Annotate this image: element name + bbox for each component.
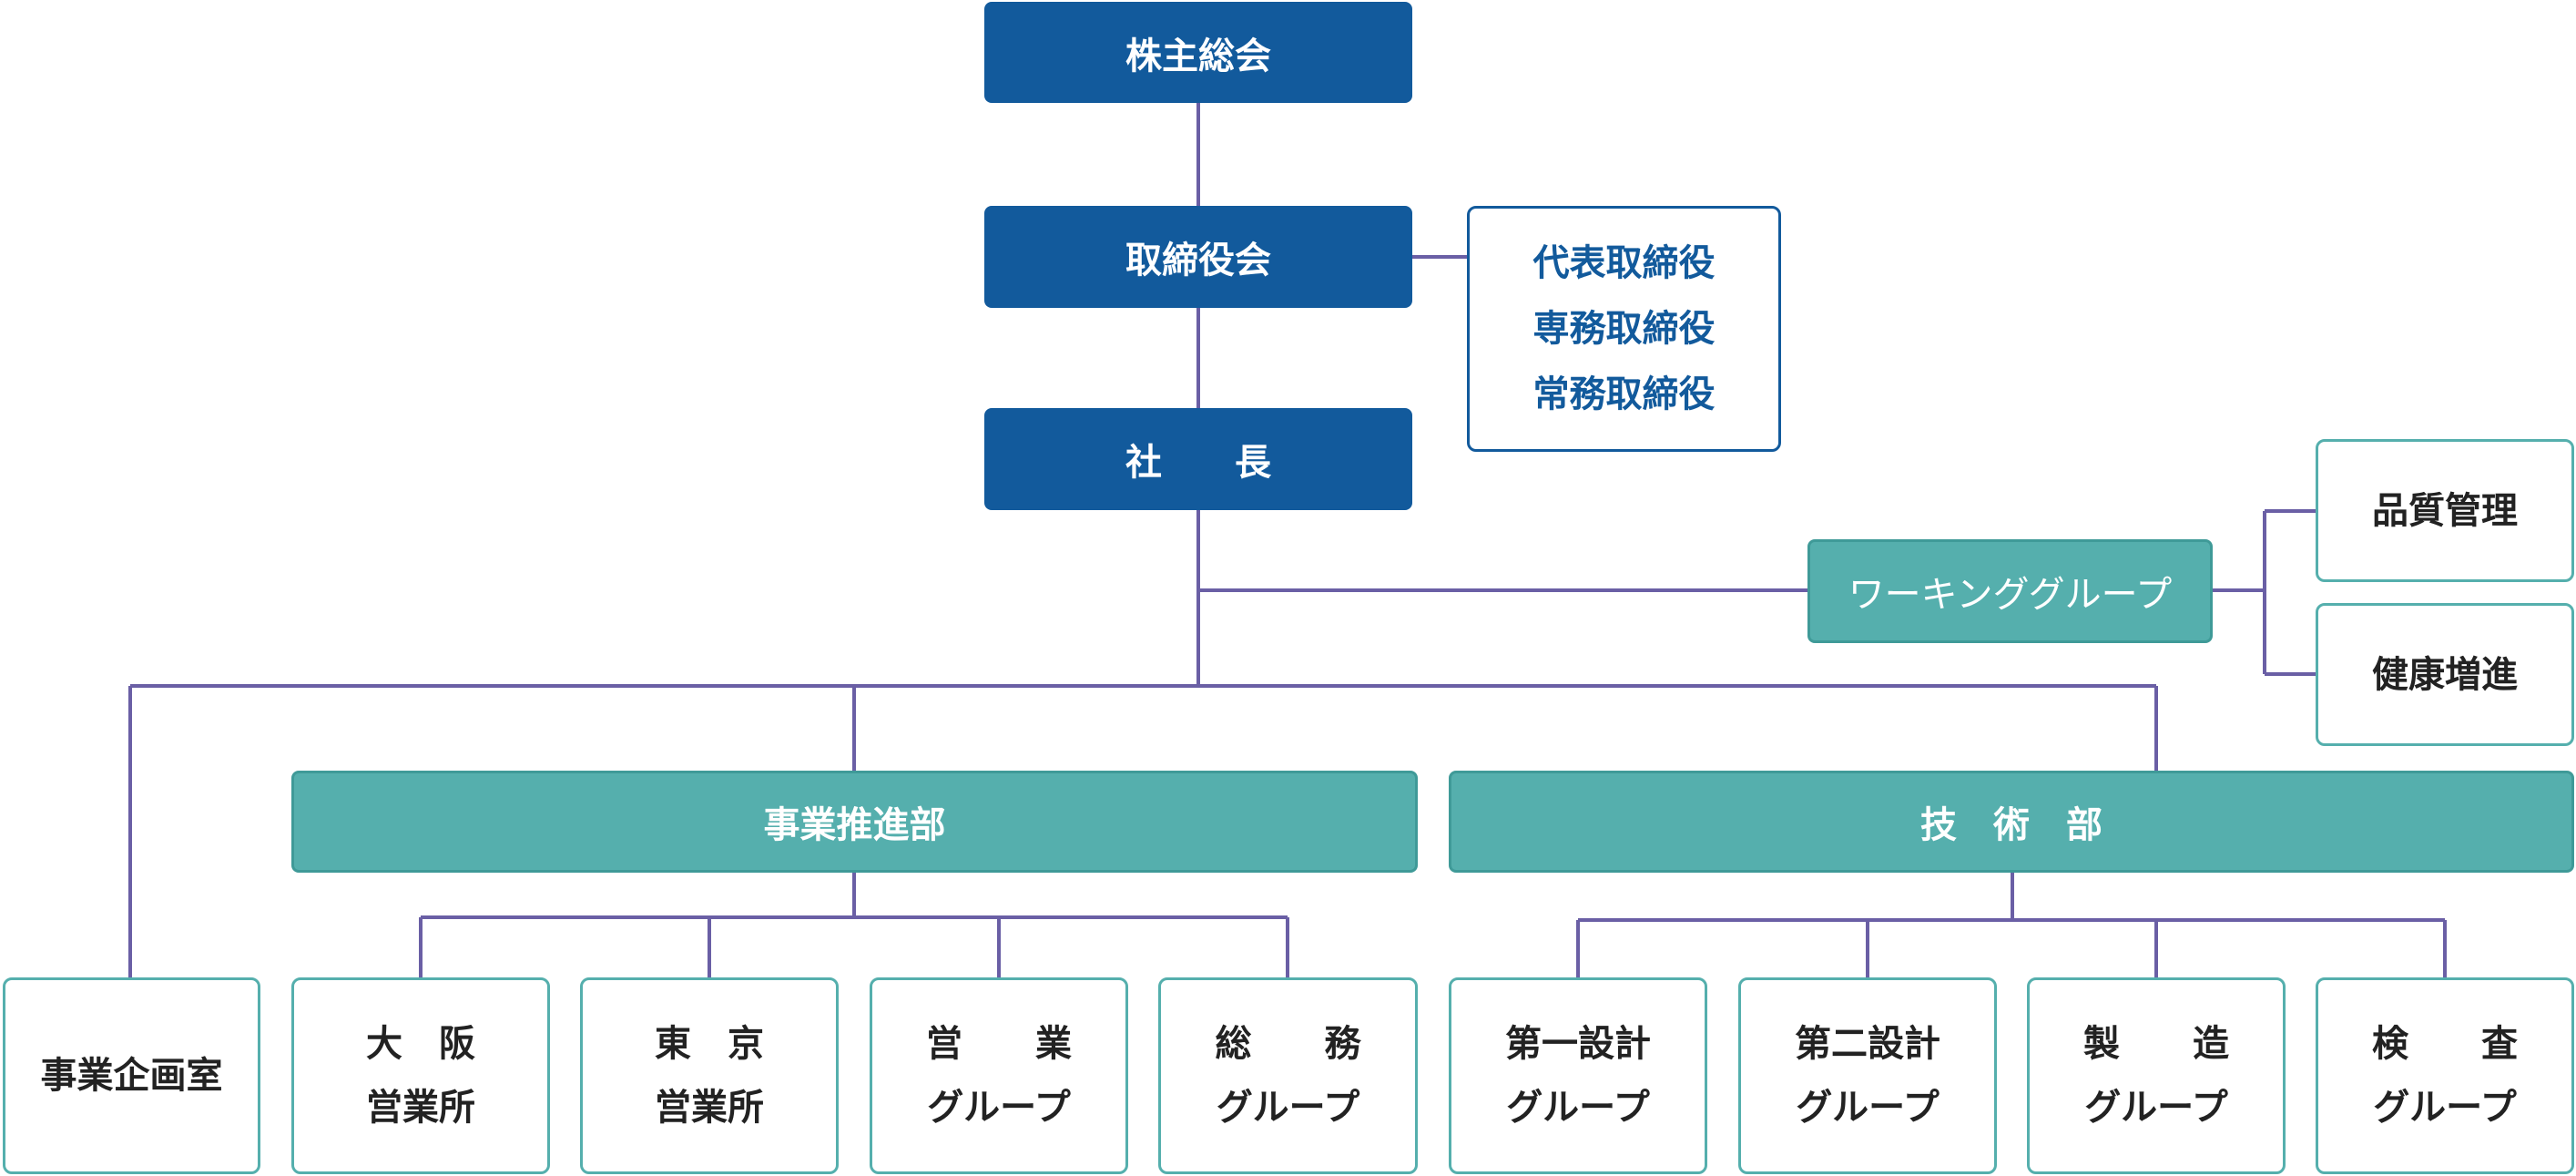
quality-control-box: 品質管理	[2316, 439, 2574, 582]
working-group-label: ワーキンググループ	[1848, 574, 2173, 616]
health-promotion-label: 健康増進	[2372, 653, 2518, 696]
shareholders-meeting-label: 株主総会	[1125, 35, 1271, 77]
sales-group-label: 営 業	[926, 1023, 1072, 1065]
business-planning-office-box: 事業企画室	[3, 977, 260, 1174]
shareholders-meeting-box: 株主総会	[984, 2, 1412, 103]
osaka-office-label: 大 阪	[366, 1023, 475, 1065]
business-planning-office-label: 事業企画室	[40, 1055, 223, 1097]
general-affairs-group-box: 総 務 グループ	[1158, 977, 1418, 1174]
tokyo-office-label: 営業所	[655, 1087, 764, 1129]
manufacturing-group-box: 製 造 グループ	[2027, 977, 2286, 1174]
manufacturing-group-label: グループ	[2084, 1087, 2228, 1129]
sales-group-box: 営 業 グループ	[870, 977, 1128, 1174]
inspection-group-box: 検 査 グループ	[2316, 977, 2574, 1174]
osaka-office-label: 営業所	[366, 1087, 475, 1129]
inspection-group-label: グループ	[2373, 1087, 2517, 1129]
president-label: 社 長	[1125, 442, 1271, 484]
tokyo-office-label: 東 京	[655, 1023, 764, 1065]
design-group-2-box: 第二設計 グループ	[1738, 977, 1997, 1174]
board-of-directors-box: 取締役会	[984, 206, 1412, 308]
design-group-2-label: グループ	[1796, 1087, 1940, 1129]
president-box: 社 長	[984, 408, 1412, 510]
manufacturing-group-label: 製 造	[2083, 1023, 2229, 1065]
working-group-box: ワーキンググループ	[1807, 539, 2213, 643]
board-of-directors-label: 取締役会	[1125, 240, 1271, 281]
general-affairs-group-label: グループ	[1216, 1087, 1360, 1129]
technical-dept-label: 技 術 部	[1920, 804, 2103, 846]
general-affairs-group-label: 総 務	[1215, 1023, 1361, 1065]
business-promotion-dept-label: 事業推進部	[763, 804, 946, 846]
technical-dept-box: 技 術 部	[1449, 771, 2574, 873]
officers-box: 代表取締役 専務取締役 常務取締役	[1467, 206, 1781, 452]
sales-group-label: グループ	[927, 1087, 1071, 1129]
officer-label: 専務取締役	[1532, 308, 1716, 350]
inspection-group-label: 検 査	[2372, 1023, 2518, 1065]
tokyo-office-box: 東 京 営業所	[580, 977, 839, 1174]
design-group-1-label: 第一設計	[1505, 1023, 1651, 1065]
health-promotion-box: 健康増進	[2316, 603, 2574, 746]
business-promotion-dept-box: 事業推進部	[291, 771, 1418, 873]
officer-label: 常務取締役	[1532, 373, 1716, 415]
design-group-2-label: 第二設計	[1795, 1023, 1940, 1065]
quality-control-label: 品質管理	[2372, 489, 2518, 532]
design-group-1-label: グループ	[1506, 1087, 1650, 1129]
osaka-office-box: 大 阪 営業所	[291, 977, 550, 1174]
officer-label: 代表取締役	[1532, 242, 1716, 284]
design-group-1-box: 第一設計 グループ	[1449, 977, 1707, 1174]
